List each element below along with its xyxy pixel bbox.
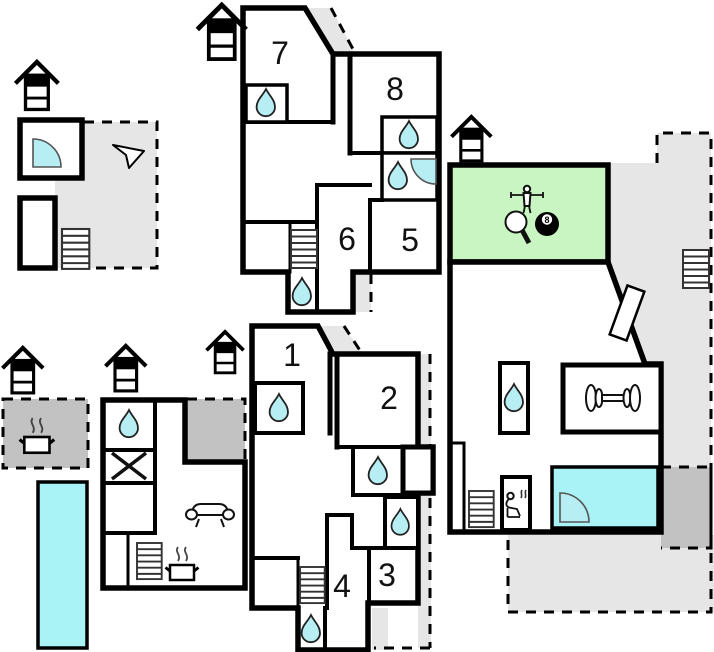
dashed-border-main-terrace: [506, 131, 713, 614]
dashed-border-lower-right: [374, 354, 432, 650]
entrance-icon: [205, 329, 245, 375]
terrace-bbq: [3, 399, 88, 468]
dashed-border-lower-diagonal: [342, 325, 363, 353]
stairs-icon: [60, 227, 91, 270]
stairs-icon: [290, 229, 318, 269]
kitchen-building-outline: [100, 397, 248, 591]
games-icons: 8: [504, 184, 559, 245]
sofa-icon: [185, 503, 235, 528]
stairs-icon: [136, 542, 163, 581]
stairs-icon: [468, 490, 495, 529]
stairs-icon: [299, 566, 326, 605]
door-swing-icon: [32, 138, 62, 168]
games-room: [447, 162, 611, 265]
lower-protruding-room: [400, 444, 436, 496]
sauna-icon: [505, 489, 527, 518]
table-tennis-paddle-icon: [504, 210, 532, 245]
terrace-strip-upper-building-bottom: [354, 274, 371, 312]
room-label-5: 5: [401, 222, 419, 258]
dashed-border-annex: [84, 120, 159, 270]
dashed-border-upper-diagonal: [329, 7, 356, 52]
kitchen-building: [100, 346, 248, 591]
room-label-7: 7: [271, 35, 289, 71]
bathroom-room1: [253, 381, 305, 435]
upper-floor-building: 7 8 6 5: [199, 5, 442, 315]
lower-floor-building: 1 2 3 4: [205, 323, 436, 652]
dashed-border-kitchen-notch: [187, 397, 247, 461]
door-swing-icon: [559, 492, 590, 523]
room-label-2: 2: [380, 380, 398, 416]
terrace-strip-upper-building: [307, 8, 354, 53]
entrance-icon: [107, 346, 145, 391]
lower-interior-walls-thick: [327, 351, 340, 450]
terrace-dark-right-of-pool: [661, 467, 711, 548]
terrace-strip-lower-right: [418, 354, 431, 648]
terrace-dashed-borders: [1, 7, 713, 650]
main-building: 8: [447, 114, 710, 535]
entrance-icon: [450, 114, 492, 163]
door-swing-icon: [410, 158, 437, 185]
room-label-1: 1: [283, 337, 301, 373]
entrance-icon: [199, 5, 244, 59]
hob-x-icon: [110, 451, 148, 481]
main-corridor-partition: [448, 441, 466, 534]
dumbbell-icon: [585, 384, 641, 412]
upper-interior-walls-thick: [330, 51, 353, 156]
lower-interior-walls: [250, 445, 387, 652]
sauna-room: [500, 475, 532, 532]
outdoor-pool: [36, 480, 89, 650]
dashed-border-bbq-terrace: [1, 397, 90, 470]
billiard-8-ball-icon: 8: [535, 212, 559, 236]
room-label-3: 3: [378, 557, 396, 593]
room-label-4: 4: [333, 568, 351, 604]
billiard-ball-number: 8: [544, 215, 549, 225]
kitchen-interior-walls: [101, 398, 157, 535]
north-arrow-icon: [112, 144, 145, 169]
dashed-border-dark-patch: [661, 465, 713, 550]
stairs-icon: [682, 249, 710, 289]
annex-room-storage: [17, 195, 58, 271]
terrace-main-upper: [657, 133, 711, 167]
diagonal-door: [608, 283, 646, 343]
annex-building: [17, 62, 145, 271]
foosball-player-icon: [510, 184, 544, 214]
room-label-8: 8: [386, 71, 404, 107]
entrance-icon: [17, 62, 57, 110]
terrace-strip-lower-building: [320, 326, 361, 352]
entrance-icon: [4, 348, 42, 393]
terrace-strip-lower-bottom: [372, 608, 388, 650]
terrace-kitchen-notch: [187, 399, 245, 461]
room-label-6: 6: [338, 221, 356, 257]
